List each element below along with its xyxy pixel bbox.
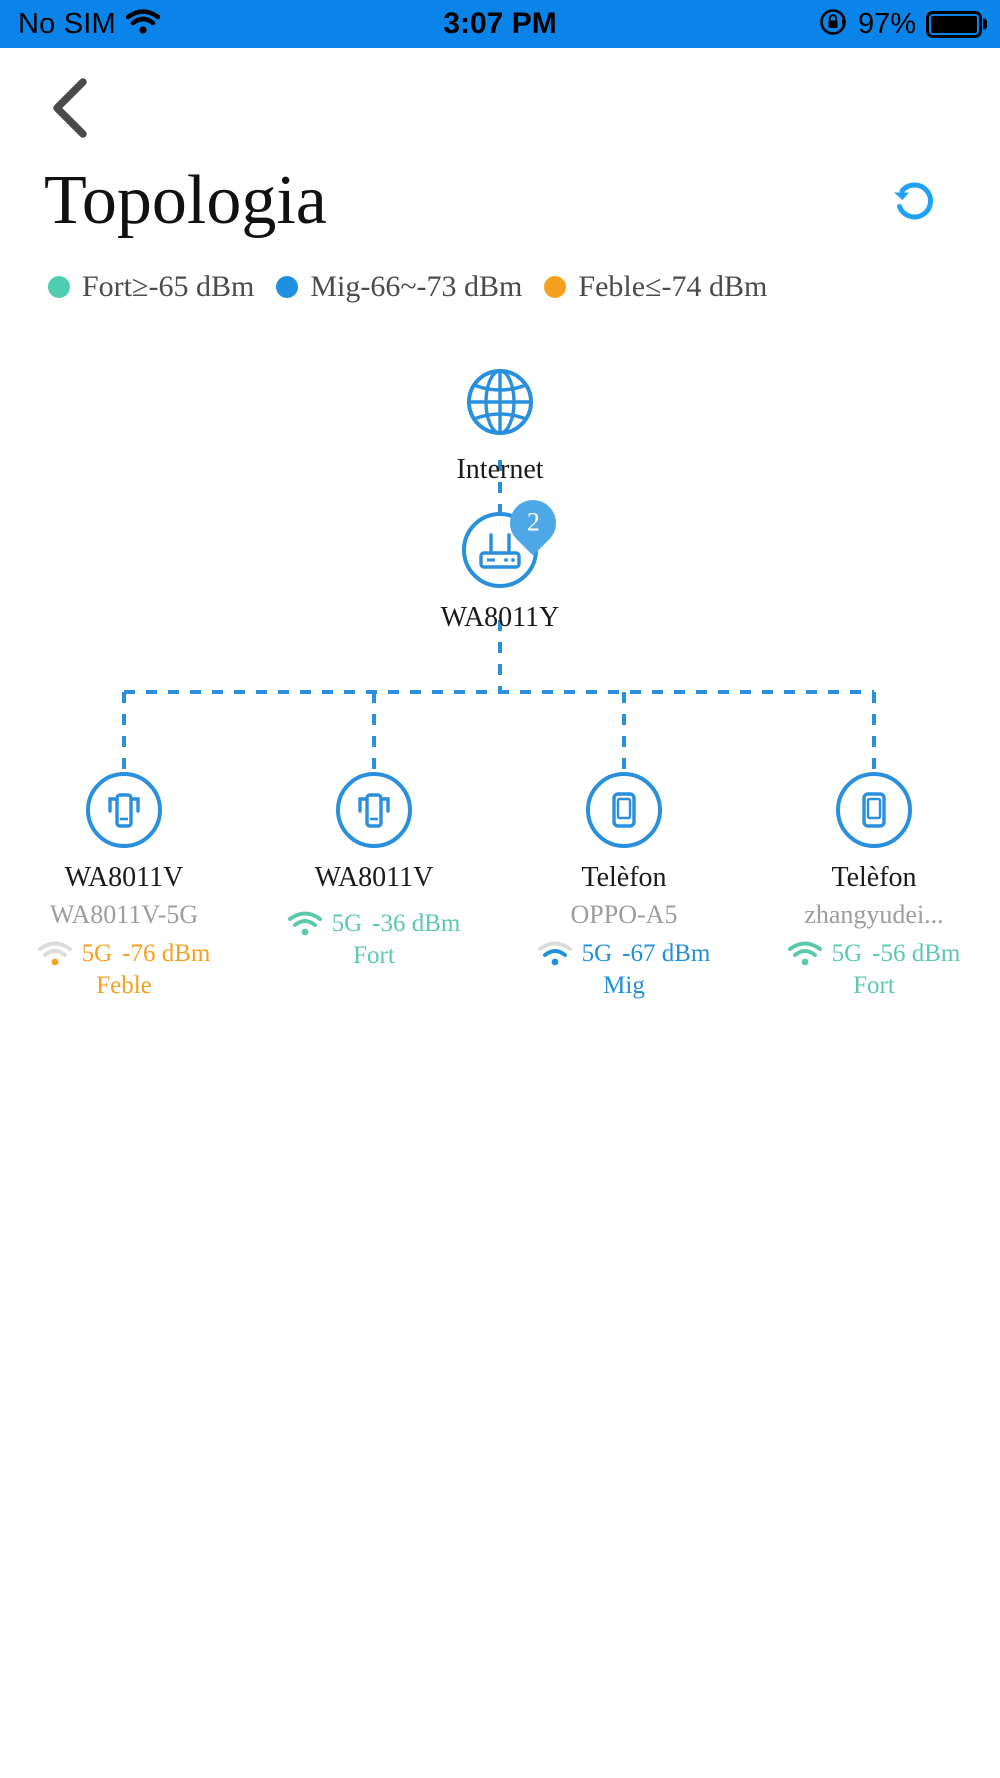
client-signal-row: 5G -56 dBm <box>787 940 961 968</box>
client-node-ssid: OPPO-A5 <box>570 900 678 929</box>
client-signal-row: 5G -76 dBm <box>37 940 211 968</box>
status-bar: No SIM 3:07 PM 97% <box>0 0 1000 48</box>
client-node-circle <box>86 772 162 848</box>
client-node-circle <box>836 772 912 848</box>
client-node-circle <box>586 772 662 848</box>
legend-label-weak: Feble≤-74 dBm <box>578 270 768 303</box>
wifi-signal-icon <box>787 941 822 966</box>
wifi-icon <box>125 8 161 40</box>
client-node-label: Telèfon <box>581 862 667 893</box>
client-node-circle <box>336 772 412 848</box>
router-node-label: WA8011Y <box>440 602 560 633</box>
node-client-1[interactable]: WA8011V 5G -36 dBm Fort <box>264 772 484 970</box>
page-title: Topologia <box>44 162 327 239</box>
client-quality-label: Fort <box>853 972 895 999</box>
legend-item-weak: Feble≤-74 dBm <box>544 270 767 304</box>
refresh-icon <box>894 182 933 220</box>
client-rssi-label: -56 dBm <box>872 940 961 967</box>
node-client-2[interactable]: Telèfon OPPO-A5 5G -67 dBm Mig <box>514 772 734 1000</box>
legend-dot-medium <box>276 276 299 298</box>
client-band-label: 5G <box>81 940 113 967</box>
legend-item-medium: Mig-66~-73 dBm <box>276 270 522 304</box>
client-band-label: 5G <box>331 910 363 937</box>
globe-icon <box>467 369 533 435</box>
client-node-label: WA8011V <box>64 862 184 893</box>
back-button[interactable] <box>38 76 102 140</box>
title-row: Topologia <box>44 166 956 236</box>
wifi-signal-icon <box>537 941 572 966</box>
legend-dot-strong <box>48 276 70 298</box>
legend-label-medium: Mig-66~-73 dBm <box>310 270 523 303</box>
router-node-circle: 2 <box>462 490 566 588</box>
client-rssi-label: -76 dBm <box>122 940 211 967</box>
page-header: Topologia Fort≥-65 dBm Mig-66~-73 dBm Fe… <box>0 48 1000 304</box>
node-client-0[interactable]: WA8011V WA8011V-5G 5G -76 dBm Feble <box>14 772 234 1000</box>
router-icon <box>479 533 521 569</box>
client-rssi-label: -36 dBm <box>372 910 461 937</box>
legend-item-strong: Fort≥-65 dBm <box>48 270 254 304</box>
status-bar-left: No SIM <box>18 8 443 41</box>
legend-label-strong: Fort≥-65 dBm <box>82 270 255 303</box>
client-quality-label: Mig <box>603 972 645 999</box>
node-client-3[interactable]: Telèfon zhangyudei... 5G -56 dBm Fort <box>764 772 984 1000</box>
client-signal-row: 5G -36 dBm <box>287 910 461 938</box>
wifi-signal-icon <box>287 911 322 936</box>
client-quality-label: Feble <box>96 972 152 999</box>
clock-label: 3:07 PM <box>443 7 557 40</box>
smartphone-icon <box>612 792 636 828</box>
signal-legend: Fort≥-65 dBm Mig-66~-73 dBm Feble≤-74 dB… <box>44 270 956 304</box>
rotation-lock-icon <box>818 7 848 42</box>
client-node-label: Telèfon <box>831 862 917 893</box>
node-router[interactable]: 2 WA8011Y <box>390 490 610 634</box>
chevron-left-icon <box>53 78 87 138</box>
smartphone-icon <box>862 792 886 828</box>
router-badge-count: 2 <box>526 508 540 537</box>
carrier-label: No SIM <box>18 7 116 40</box>
client-band-label: 5G <box>831 940 863 967</box>
status-bar-right: 97% <box>557 7 983 42</box>
topology-diagram: Internet 2 WA8011Y <box>0 342 1000 1062</box>
status-bar-center: 3:07 PM <box>443 7 556 41</box>
client-rssi-label: -67 dBm <box>622 940 711 967</box>
client-node-ssid: WA8011V-5G <box>49 900 199 929</box>
wifi-signal-icon <box>37 941 72 966</box>
refresh-button[interactable] <box>882 169 946 233</box>
node-internet[interactable]: Internet <box>390 364 610 486</box>
client-quality-label: Fort <box>353 942 395 969</box>
battery-full-icon <box>926 10 983 38</box>
battery-percent-label: 97% <box>857 7 917 40</box>
client-band-label: 5G <box>581 940 613 967</box>
wifi-extender-icon <box>108 793 140 828</box>
client-signal-row: 5G -67 dBm <box>537 940 711 968</box>
wifi-extender-icon <box>358 793 390 828</box>
client-node-ssid: zhangyudei... <box>804 900 944 929</box>
internet-node-circle <box>462 364 538 440</box>
client-node-label: WA8011V <box>314 862 434 893</box>
legend-dot-weak <box>544 276 567 298</box>
internet-node-label: Internet <box>456 454 544 485</box>
